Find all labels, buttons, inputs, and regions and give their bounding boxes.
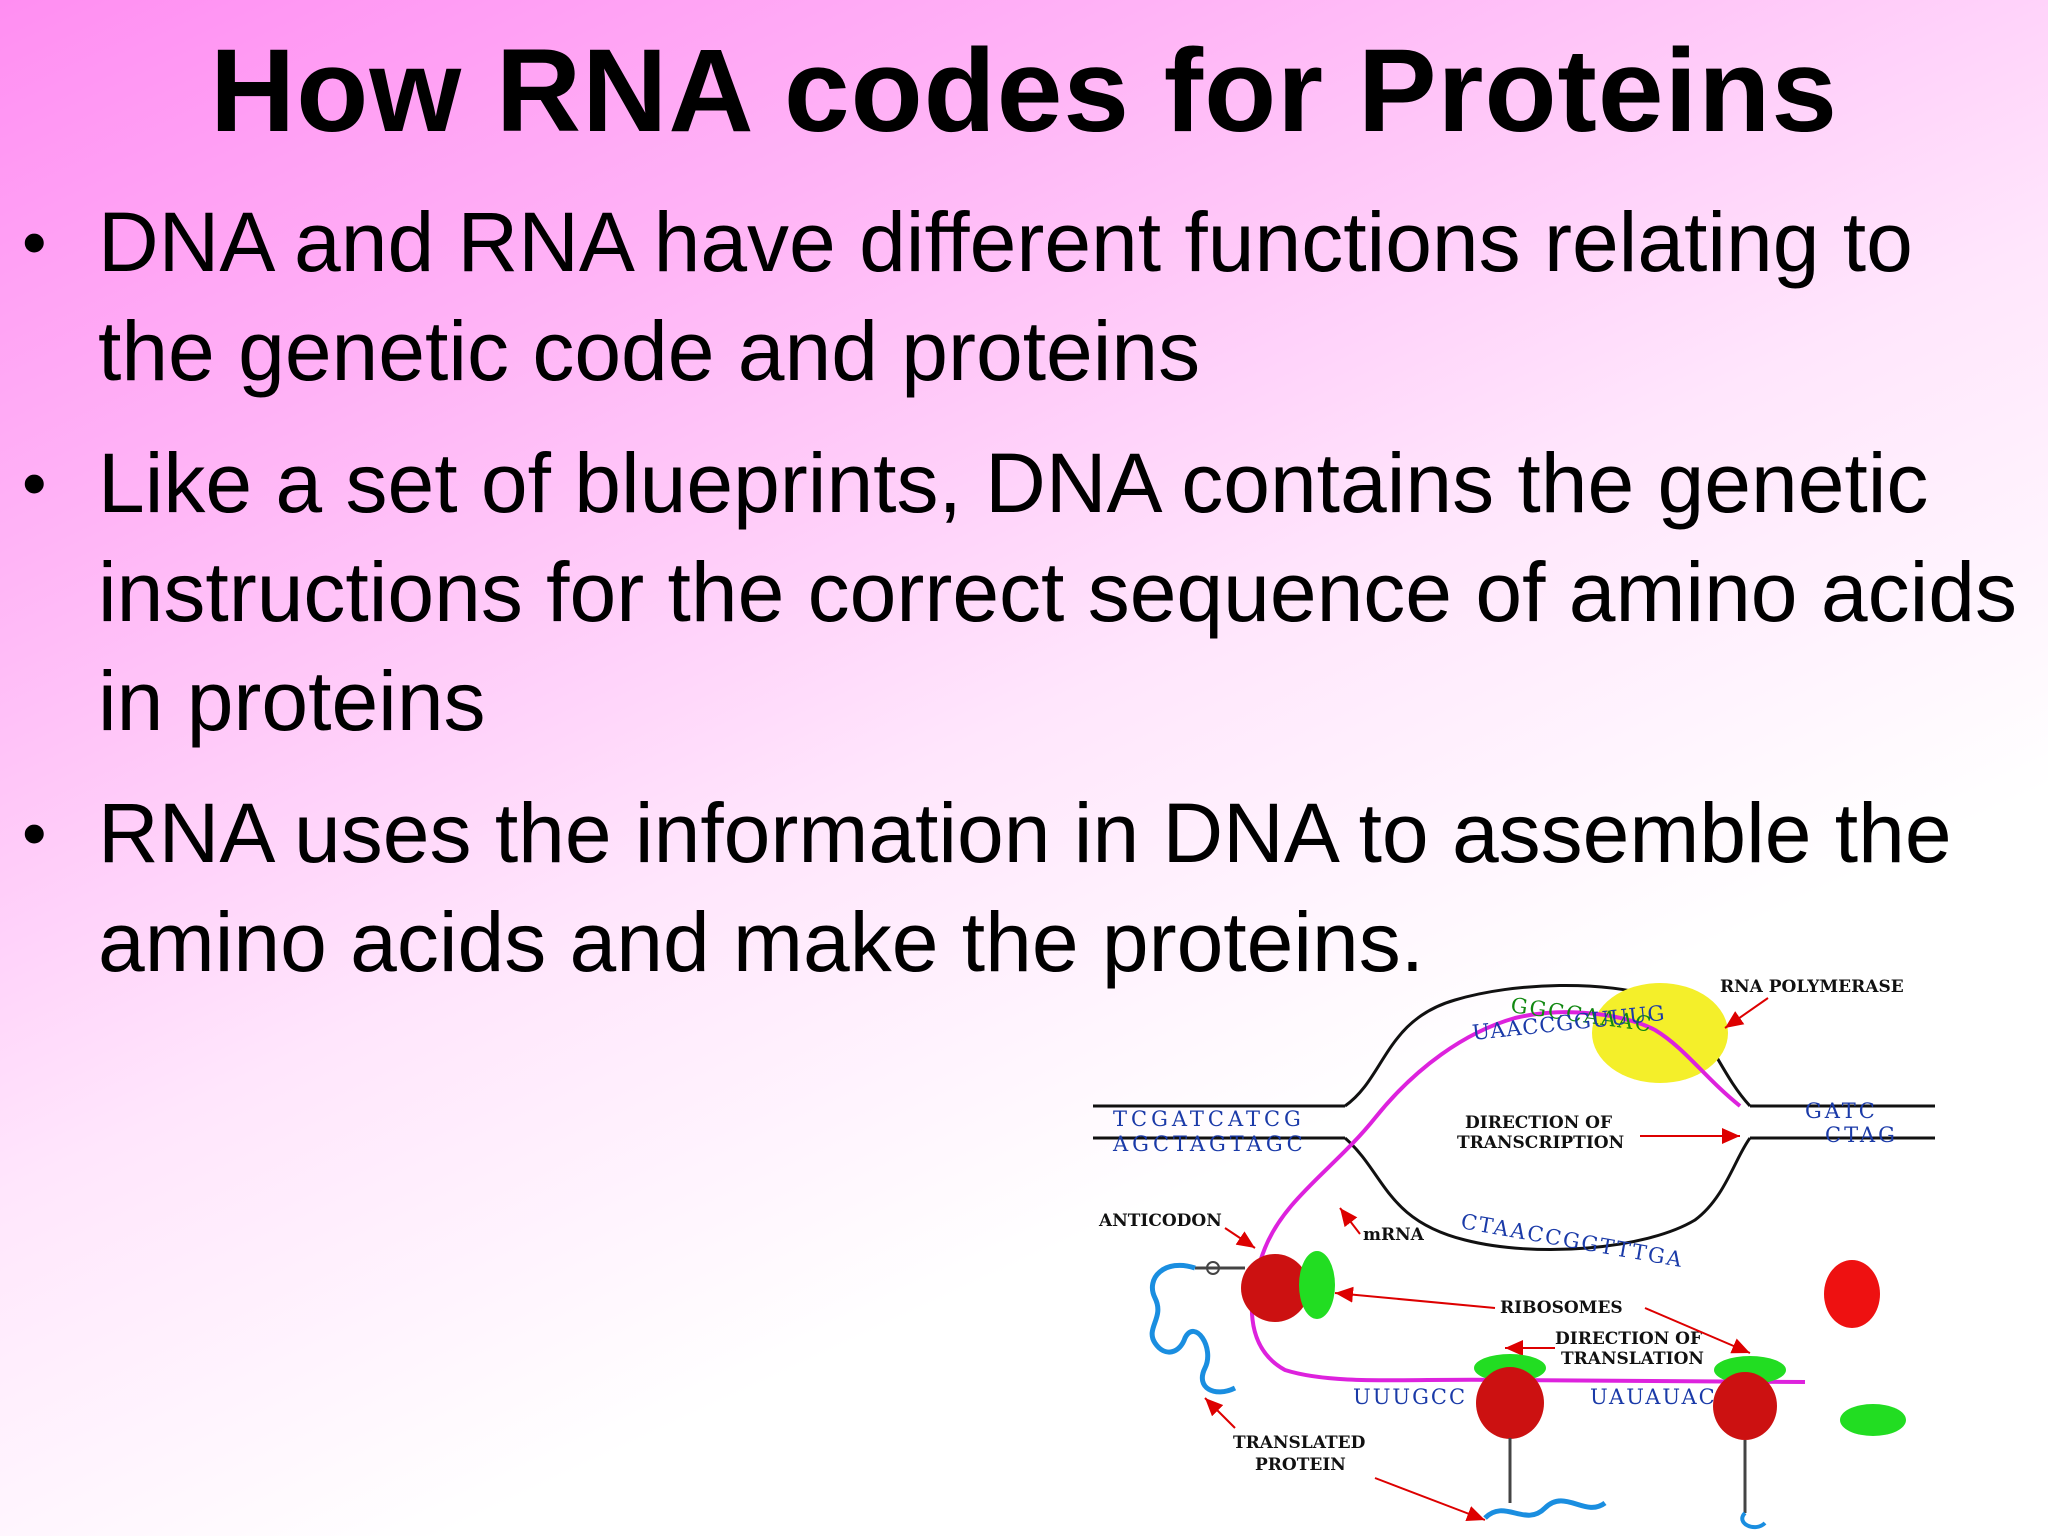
ribosome-right <box>1713 1356 1786 1513</box>
bullet-text: Like a set of blueprints, DNA contains t… <box>98 436 2017 748</box>
bullet-list: • DNA and RNA have different functions r… <box>20 188 2030 1020</box>
bullet-marker: • <box>22 203 47 281</box>
bubble-seq-bottom: CTAACCGGTTTGA <box>1459 1209 1685 1272</box>
dna-seq-left-bottom: AGCTAGTAGC <box>1112 1132 1307 1156</box>
dna-seq-right-top: GATC <box>1805 1099 1878 1123</box>
dna-seq-right-bottom: CTAG <box>1825 1123 1898 1147</box>
dna-seq-left-top: TCGATCATCG <box>1113 1107 1305 1131</box>
label-anticodon: ANTICODON <box>1098 1211 1222 1231</box>
mrna-strand <box>1249 1010 1806 1384</box>
label-rna-polymerase: RNA POLYMERASE <box>1720 977 1904 997</box>
label-direction-translation-1: DIRECTION OF <box>1555 1329 1702 1349</box>
label-direction-transcription-2: TRANSCRIPTION <box>1457 1133 1624 1153</box>
bullet-marker: • <box>22 794 47 872</box>
ribosome-middle <box>1474 1354 1546 1503</box>
free-ribosome-subunit-red <box>1824 1260 1880 1328</box>
protein-chain-bottom <box>1483 1498 1607 1520</box>
slide-title: How RNA codes for Proteins <box>210 25 1838 157</box>
bullet-marker: • <box>22 444 47 522</box>
bullet-text: RNA uses the information in DNA to assem… <box>98 786 1952 989</box>
annotation-arrows <box>1204 997 1769 1522</box>
label-ribosomes: RIBOSOMES <box>1500 1298 1623 1318</box>
mrna-seq-bottom: UUUGCC <box>1353 1385 1467 1409</box>
transcription-translation-diagram: TCGATCATCG AGCTAGTAGC GATC CTAG GGCCAAAC… <box>1093 977 1935 1530</box>
ribosome-left <box>1195 1251 1335 1322</box>
label-translated-protein-1: TRANSLATED <box>1233 1433 1366 1453</box>
protein-chain-bottom-right <box>1740 1511 1767 1530</box>
label-mrna: mRNA <box>1363 1225 1425 1245</box>
label-direction-transcription-1: DIRECTION OF <box>1465 1113 1612 1133</box>
label-direction-translation-2: TRANSLATION <box>1561 1349 1704 1369</box>
bullet-item: • RNA uses the information in DNA to ass… <box>20 779 2030 997</box>
bullet-text: DNA and RNA have different functions rel… <box>98 195 1913 398</box>
mrna-seq-bottom-right: UAUAUACG <box>1590 1385 1736 1409</box>
free-ribosome-subunit-green <box>1840 1404 1906 1436</box>
label-translated-protein-2: PROTEIN <box>1255 1455 1346 1475</box>
bullet-item: • DNA and RNA have different functions r… <box>20 188 2030 406</box>
bullet-item: • Like a set of blueprints, DNA contains… <box>20 429 2030 756</box>
protein-chain <box>1149 1262 1237 1395</box>
